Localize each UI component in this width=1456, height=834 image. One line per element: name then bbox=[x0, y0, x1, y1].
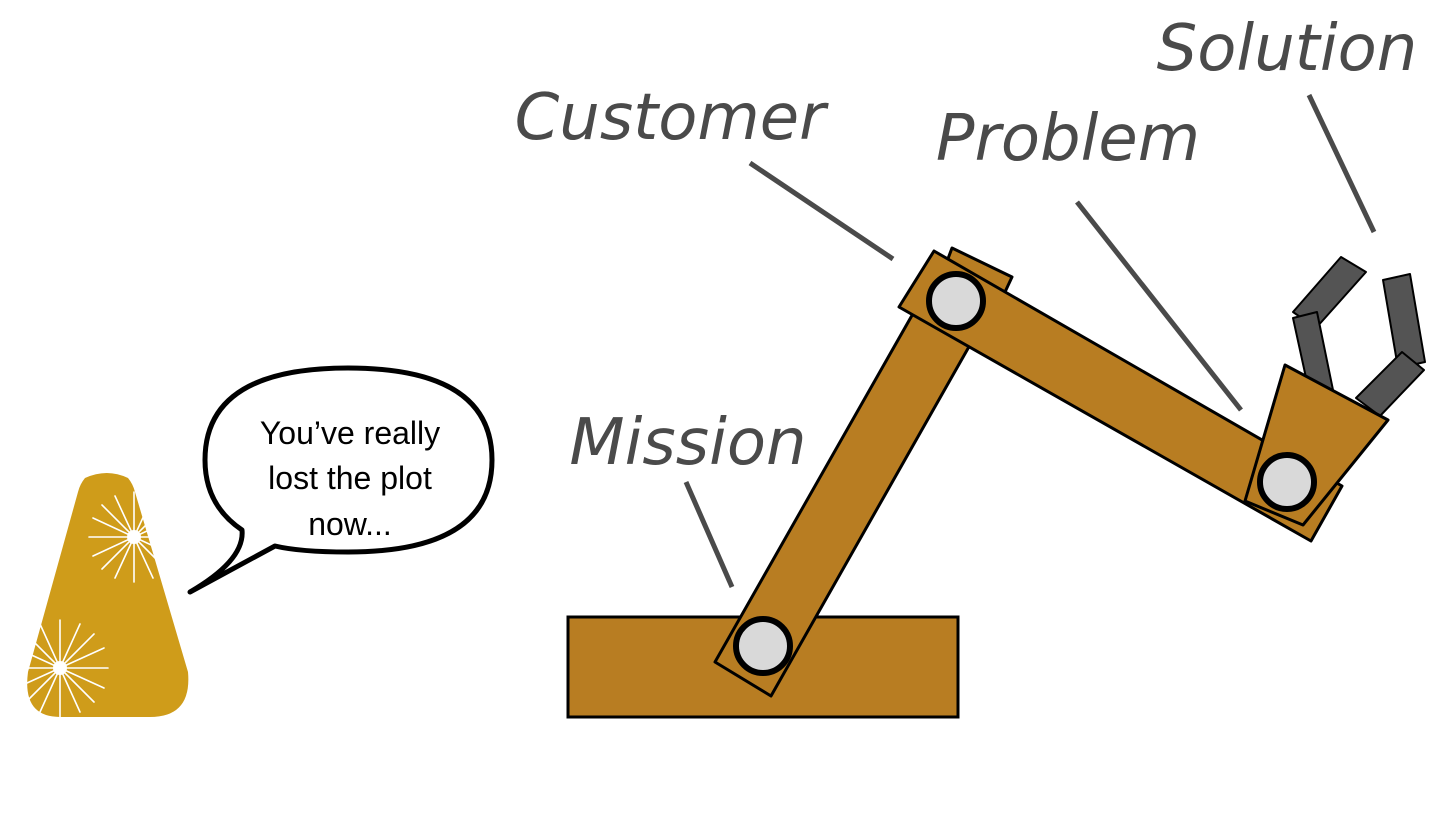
wrist-pivot bbox=[1257, 452, 1317, 512]
speech-bubble-line-3: now... bbox=[308, 506, 392, 542]
upper-arm bbox=[897, 246, 1344, 543]
label-problem: Problem bbox=[936, 102, 1200, 176]
shoulder-pivot bbox=[733, 616, 793, 676]
elbow-pivot bbox=[926, 271, 986, 331]
label-solution: Solution bbox=[1157, 12, 1418, 86]
problem-leader-line bbox=[1075, 200, 1243, 412]
speech-bubble-line-2: lost the plot bbox=[268, 460, 432, 496]
label-mission: Mission bbox=[569, 406, 806, 480]
label-customer: Customer bbox=[515, 81, 830, 155]
sparkle-icon bbox=[88, 491, 180, 583]
pivot-joints bbox=[733, 271, 1317, 676]
speech-bubble-line-1: You’ve really bbox=[260, 415, 440, 451]
gripper bbox=[1292, 256, 1426, 417]
gripper-finger-right-lower bbox=[1355, 351, 1425, 417]
solution-leader-line bbox=[1306, 93, 1377, 234]
mission-leader-line bbox=[683, 480, 735, 589]
gripper-finger-right-upper bbox=[1382, 273, 1426, 369]
leader-lines bbox=[683, 93, 1377, 589]
gold-pawn-icon bbox=[11, 473, 189, 719]
speech-bubble: You’ve really lost the plot now... bbox=[187, 365, 495, 595]
sparkle-icon bbox=[11, 619, 109, 719]
customer-leader-line bbox=[748, 160, 895, 262]
